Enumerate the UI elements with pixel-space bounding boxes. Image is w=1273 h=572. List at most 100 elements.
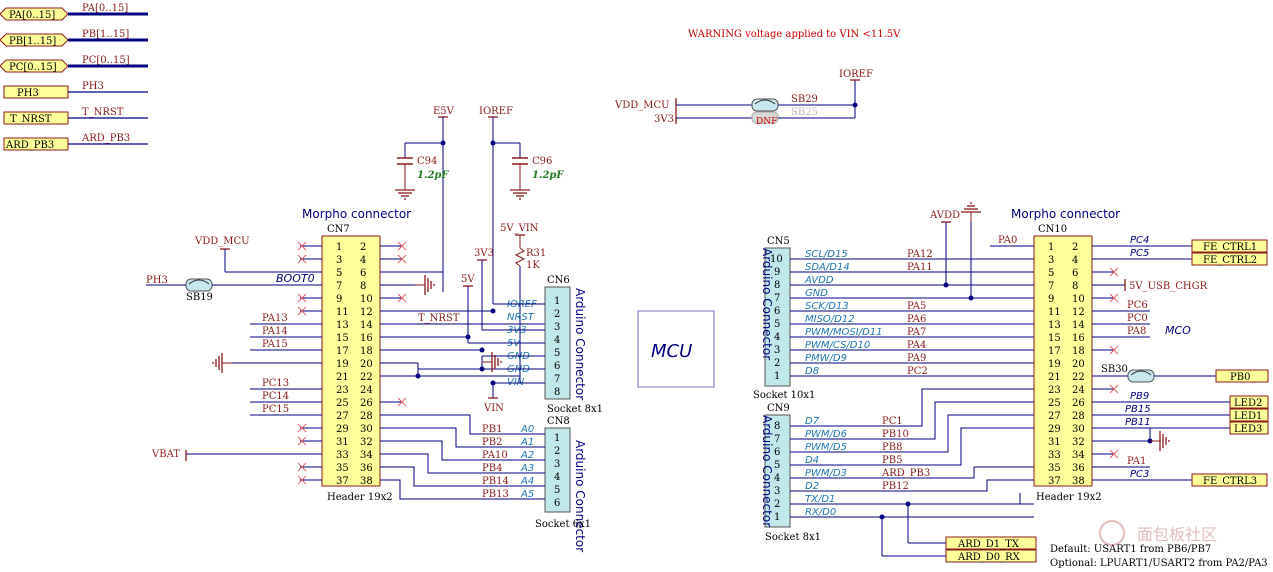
svg-text:PB[1..15]: PB[1..15] [9, 36, 56, 47]
pin-number: 27 [336, 411, 349, 422]
svg-text:VIN: VIN [483, 403, 504, 414]
pin-number: 8 [554, 387, 560, 398]
svg-text:PH3: PH3 [17, 88, 39, 99]
pin-number: 7 [554, 374, 560, 385]
pin-number: 1 [1048, 242, 1054, 253]
pin-number: 37 [1048, 476, 1061, 487]
pin-number: 34 [1072, 450, 1085, 461]
pin-number: 4 [1072, 255, 1078, 266]
svg-text:PB[1..15]: PB[1..15] [82, 29, 129, 40]
cn8-side-label: Arduino Connector [573, 440, 587, 552]
pin-number: 1 [774, 371, 780, 382]
pin-number: 15 [336, 333, 349, 344]
pin-number: 38 [360, 476, 373, 487]
pin-number: 1 [554, 296, 560, 307]
signal-label: SDA/D14 [805, 262, 850, 273]
pin-number: 8 [1072, 281, 1078, 292]
port-led1[interactable]: LED1 [1229, 408, 1269, 422]
net-label: PA9 [907, 353, 926, 364]
pin-number: 4 [774, 473, 780, 484]
cn10-ref: CN10 [1038, 224, 1067, 235]
pin-number: 5 [554, 348, 560, 359]
pin-number: 21 [336, 372, 349, 383]
signal-label: RX/D0 [805, 507, 836, 518]
pin-number: 1 [336, 242, 342, 253]
port-ard-d1-tx[interactable]: ARD_D1_TX [945, 536, 1037, 550]
net-label: PC1 [882, 416, 903, 427]
net-label: PA11 [907, 262, 933, 273]
pin-number: 28 [1072, 411, 1085, 422]
pin-number: 5 [1048, 268, 1054, 279]
port-ard-d0-rx[interactable]: ARD_D0_RX [945, 549, 1037, 563]
pin-number: 6 [774, 306, 780, 317]
note-optional: Optional: LPUART1/USART2 from PA2/PA3 [1050, 558, 1268, 569]
pin-number: 10 [360, 294, 373, 305]
svg-text:3V3: 3V3 [474, 248, 494, 259]
net-label: PB1 [482, 424, 502, 435]
port-ph3[interactable]: PH3 PH3 [3, 81, 148, 99]
signal-label: SCL/D15 [805, 249, 848, 260]
pin-number: 34 [360, 450, 373, 461]
net-label: PB14 [482, 476, 509, 487]
pin-number: 2 [554, 446, 560, 457]
pin-number: 1 [774, 512, 780, 523]
pin-number: 9 [774, 267, 780, 278]
port-pb[interactable]: PB[1..15] PB[1..15] [0, 29, 148, 47]
svg-text:PB15: PB15 [1125, 404, 1151, 415]
svg-text:NRST: NRST [507, 312, 535, 323]
signal-label: PMW/D9 [805, 353, 847, 364]
pin-number: 38 [1072, 476, 1085, 487]
port-fe-ctrl1[interactable]: FE_CTRL1 [1191, 239, 1268, 253]
svg-text:FE_CTRL1: FE_CTRL1 [1203, 242, 1257, 253]
svg-text:PA15: PA15 [262, 339, 288, 350]
signal-label: TX/D1 [805, 494, 835, 505]
sb19-label: SB19 [186, 292, 213, 303]
r31-value: 1K [526, 260, 540, 271]
port-fe-ctrl2[interactable]: FE_CTRL2 [1191, 252, 1268, 266]
pin-number: 6 [774, 447, 780, 458]
sb29-label: SB29 [791, 94, 818, 105]
cn6-side-label: Arduino Connector [573, 288, 587, 400]
net-label: PA10 [482, 450, 508, 461]
cn10-footer: Header 19x2 [1036, 492, 1102, 503]
signal-label: A4 [520, 476, 534, 487]
port-ard-pb3[interactable]: ARD_PB3 ARD_PB3 [3, 133, 148, 151]
net-label: PB4 [482, 463, 502, 474]
port-led2[interactable]: LED2 [1229, 395, 1269, 409]
pin-number: 24 [1072, 385, 1085, 396]
r31-ref: R31 [526, 248, 546, 259]
svg-text:LED1: LED1 [1234, 411, 1262, 422]
pin-number: 13 [336, 320, 349, 331]
cn9-footer: Socket 8x1 [765, 532, 821, 543]
port-t-nrst[interactable]: T_NRST T_NRST [3, 107, 148, 125]
port-fe-ctrl3[interactable]: FE_CTRL3 [1191, 473, 1268, 487]
port-pb0[interactable]: PB0 [1215, 369, 1269, 383]
pin-number: 32 [360, 437, 373, 448]
pin-number: 3 [774, 345, 780, 356]
pin-number: 13 [1048, 320, 1061, 331]
svg-text:PC6: PC6 [1127, 300, 1148, 311]
svg-text:T_NRST: T_NRST [82, 107, 124, 118]
pin-number: 2 [774, 358, 780, 369]
svg-text:3V3: 3V3 [654, 114, 674, 125]
pin-number: 2 [554, 309, 560, 320]
svg-text:PA14: PA14 [262, 326, 288, 337]
pin-number: 8 [774, 280, 780, 291]
cn8-footer: Socket 6x1 [535, 519, 591, 530]
pin-number: 4 [360, 255, 366, 266]
pin-number: 22 [1072, 372, 1085, 383]
port-pc[interactable]: PC[0..15] PC[0..15] [0, 55, 148, 73]
mcu-block[interactable]: MCU [637, 310, 715, 388]
port-led3[interactable]: LED3 [1229, 421, 1269, 435]
svg-text:5V: 5V [461, 274, 475, 285]
svg-text:PA[0..15]: PA[0..15] [9, 10, 55, 21]
pin-number: 8 [774, 421, 780, 432]
c94-value: 1.2pF [417, 170, 449, 181]
port-pa[interactable]: PA[0..15] PA[0..15] [0, 3, 148, 21]
pin-number: 29 [1048, 424, 1061, 435]
signal-label: PWM/D5 [805, 442, 847, 453]
svg-text:IOREF: IOREF [839, 69, 873, 80]
pin-number: 30 [360, 424, 373, 435]
